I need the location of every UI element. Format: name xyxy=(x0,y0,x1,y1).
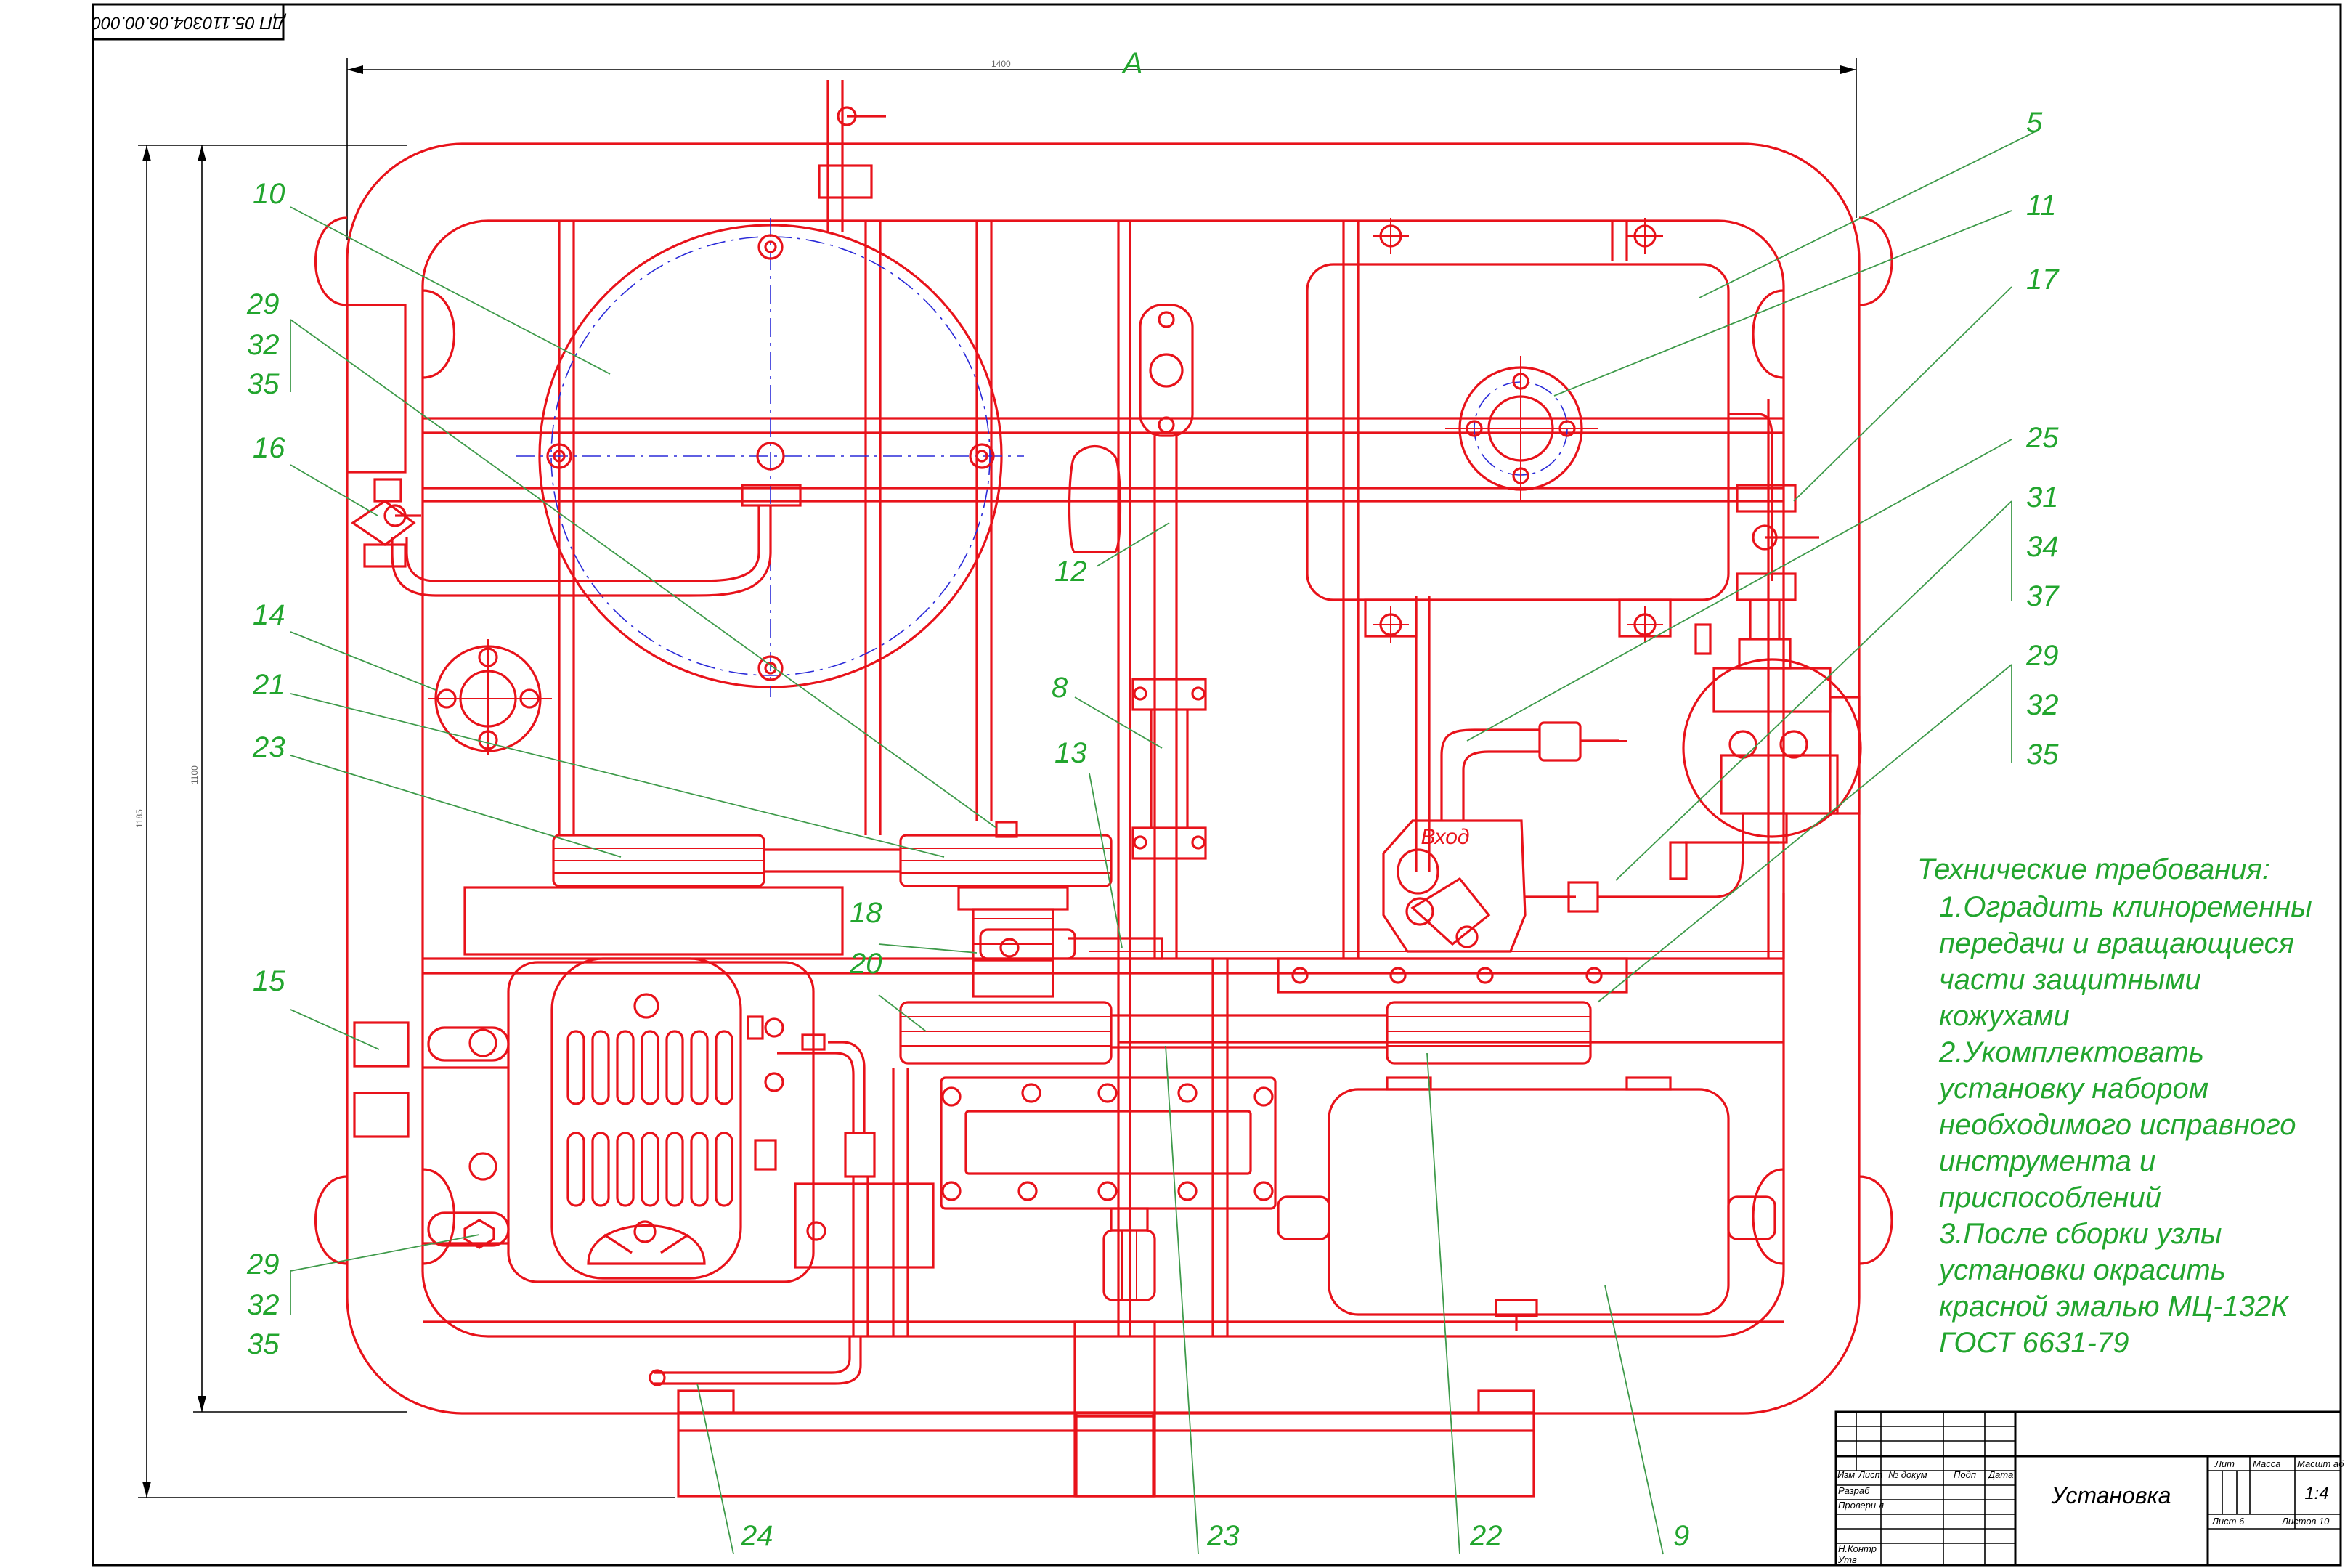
callouts: 5 11 17 25 31 34 37 29 32 35 10 29 32 35… xyxy=(246,107,2060,1552)
callout-11: 11 xyxy=(2026,190,2057,222)
callout-29-b: 29 xyxy=(246,1248,280,1280)
leader-lines xyxy=(290,130,2038,1555)
drive-motor xyxy=(353,957,935,1386)
callout-31: 31 xyxy=(2026,482,2059,513)
valve-assembly xyxy=(1669,413,1862,880)
scale-header: Масшт аб xyxy=(2297,1458,2344,1469)
technical-requirements: Технические требования: 1.Оградить клино… xyxy=(1917,853,2312,1359)
col-list: Лист xyxy=(1858,1469,1883,1480)
callout-9: 9 xyxy=(1673,1520,1689,1552)
row-norm-control: Н.Контр xyxy=(1838,1543,1877,1554)
callout-15: 15 xyxy=(253,965,285,997)
callout-35-a: 35 xyxy=(247,368,280,400)
drawing-code: ДП 05.110304.06.00.000 xyxy=(91,13,287,33)
tech-req-title: Технические требования: xyxy=(1917,853,2270,885)
compressor: Вход xyxy=(1277,721,1744,994)
lower-tank xyxy=(1277,1076,1776,1331)
tech-req-line: 3.После сборки узлы xyxy=(1939,1218,2222,1250)
callout-29-a: 29 xyxy=(246,288,280,320)
sheet-count: Листов 10 xyxy=(2281,1516,2330,1527)
callout-24: 24 xyxy=(740,1520,773,1552)
inlet-label: Вход xyxy=(1421,825,1470,849)
belt-drive xyxy=(463,821,1784,1065)
title-block-title: Установка xyxy=(2051,1482,2171,1508)
callout-17: 17 xyxy=(2026,264,2060,296)
tech-req-line: кожухами xyxy=(1939,1000,2070,1032)
callout-18: 18 xyxy=(850,897,882,929)
skid-base xyxy=(353,1092,1535,1498)
safety-valve xyxy=(351,478,421,568)
internal-frame xyxy=(423,221,1785,1336)
callout-8: 8 xyxy=(1052,672,1068,704)
dimension-inner-height: 1100 xyxy=(190,765,200,784)
tech-req-line: необходимого исправного xyxy=(1939,1109,2296,1141)
callout-13: 13 xyxy=(1054,737,1087,769)
receiver-tank xyxy=(391,80,1024,697)
callout-25: 25 xyxy=(2025,422,2059,454)
tech-req-line: ГОСТ 6631-79 xyxy=(1939,1327,2129,1359)
callout-22: 22 xyxy=(1469,1520,1503,1552)
callout-23-b: 23 xyxy=(1206,1520,1240,1552)
callout-21: 21 xyxy=(252,669,285,701)
callout-32-right: 32 xyxy=(2026,689,2059,721)
view-label: А xyxy=(1122,47,1143,79)
title-block: Изм Лист № докум Подп Дата Разраб Провер… xyxy=(1834,1410,2344,1567)
scale-value: 1:4 xyxy=(2304,1484,2328,1503)
gearbox xyxy=(940,1076,1277,1498)
callout-34: 34 xyxy=(2026,531,2059,563)
tech-req-line: установку набором xyxy=(1937,1073,2208,1105)
tech-req-line: установки окрасить xyxy=(1937,1254,2226,1286)
row-checked: Провери л xyxy=(1838,1500,1885,1511)
callout-32-a: 32 xyxy=(247,329,280,361)
dimension-width: 1400 xyxy=(991,59,1011,69)
callout-20: 20 xyxy=(849,948,882,980)
col-date: Дата xyxy=(1987,1469,2013,1480)
dimension-height: 1185 xyxy=(134,809,145,828)
callout-35-b: 35 xyxy=(247,1328,280,1360)
row-approved: Утв xyxy=(1837,1554,1857,1565)
callout-16: 16 xyxy=(253,432,285,464)
tech-req-line: 2.Укомплектовать xyxy=(1938,1036,2204,1068)
tech-req-line: приспособлений xyxy=(1939,1182,2161,1214)
callout-32-b: 32 xyxy=(247,1289,280,1321)
mass-header: Масса xyxy=(2253,1458,2280,1469)
col-izm: Изм xyxy=(1837,1469,1855,1480)
tech-req-line: передачи и вращающиеся xyxy=(1939,927,2294,959)
flange xyxy=(428,639,552,755)
tech-req-line: инструмента и xyxy=(1939,1145,2155,1177)
col-sign: Подп xyxy=(1954,1469,1976,1480)
sheet-number: Лист 6 xyxy=(2211,1516,2245,1527)
callout-12: 12 xyxy=(1054,556,1087,588)
col-doc: № докум xyxy=(1888,1469,1927,1480)
belt-tensioner xyxy=(1068,304,1207,960)
callout-29-right: 29 xyxy=(2025,640,2059,672)
callout-23-a: 23 xyxy=(252,731,285,763)
callout-14: 14 xyxy=(253,599,285,631)
tech-req-line: части защитными xyxy=(1939,964,2201,996)
callout-37: 37 xyxy=(2026,580,2060,612)
electric-motor xyxy=(1306,218,1730,643)
callout-10: 10 xyxy=(253,178,285,210)
tech-req-line: 1.Оградить клиноременны xyxy=(1939,891,2312,923)
row-developed: Разраб xyxy=(1838,1485,1870,1496)
tech-req-line: красной эмалью МЦ-132К xyxy=(1939,1291,2290,1323)
callout-35-right: 35 xyxy=(2026,739,2059,771)
lit-header: Лит xyxy=(2214,1458,2235,1469)
callout-5: 5 xyxy=(2026,107,2043,139)
sheet-frame: ДП 05.110304.06.00.000 xyxy=(91,3,2342,1567)
dimension-lines: 1400 А 1185 1100 xyxy=(134,47,1857,1498)
